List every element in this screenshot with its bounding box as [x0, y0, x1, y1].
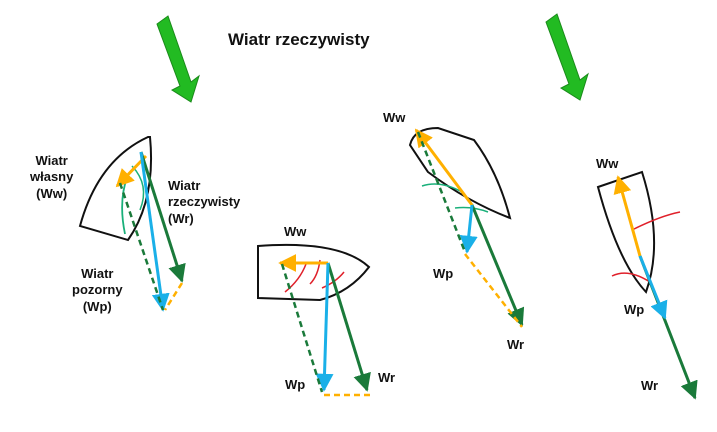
- apparent-wind-vector: [315, 262, 334, 392]
- hull-outline: [257, 243, 371, 302]
- true-wind-big-arrow-left: [156, 15, 200, 103]
- sail-arc: [284, 263, 307, 293]
- apparent-wind-vector: [459, 204, 478, 254]
- own-wind-vector: [414, 128, 474, 206]
- apparent-wind-vector: [638, 255, 668, 320]
- true-wind-dashed-parallel: [416, 131, 467, 253]
- apparent-wind-label: Wiatr pozorny (Wp): [72, 266, 123, 315]
- boat-4: [596, 170, 698, 400]
- own-wind-label-line3: (Ww): [36, 185, 68, 201]
- true-wind-dashed-parallel: [118, 182, 165, 311]
- sail-arc: [631, 211, 681, 231]
- true-wind-big-arrow-right: [545, 13, 589, 101]
- ww-label: Ww: [383, 110, 406, 125]
- own-wind-vector: [613, 175, 642, 257]
- own-wind-label-line2: własny: [30, 169, 74, 185]
- own-wind-label-line1: Wiatr: [35, 153, 68, 168]
- true-wind-dashed-parallel: [280, 263, 324, 393]
- true-wind-label-line3: (Wr): [168, 210, 194, 226]
- boat-3: [408, 126, 525, 328]
- apparent-wind-label-line3: (Wp): [82, 298, 112, 314]
- hull-outline: [596, 170, 656, 294]
- wr-label: Wr: [641, 378, 659, 393]
- own-wind-dashed-parallel: [464, 253, 523, 328]
- wr-label: Wr: [507, 337, 525, 352]
- page-title: Wiatr rzeczywisty: [228, 30, 370, 49]
- sail-arc: [421, 183, 463, 193]
- wp-label: Wp: [285, 377, 306, 392]
- apparent-wind-label-line2: pozorny: [72, 282, 123, 298]
- hull-outline: [78, 136, 153, 242]
- true-wind-label-line2: rzeczywisty: [168, 194, 241, 210]
- wr-label: Wr: [378, 370, 396, 385]
- sail-arc: [131, 165, 145, 211]
- ww-label: Ww: [596, 156, 619, 171]
- own-wind-label: Wiatr własny (Ww): [30, 153, 73, 202]
- own-wind-dashed-parallel: [163, 282, 184, 311]
- apparent-wind-label-line1: Wiatr: [81, 266, 114, 281]
- apparent-wind-vector: [139, 151, 170, 312]
- true-wind-vector: [139, 151, 186, 283]
- true-wind-vector: [470, 204, 525, 327]
- true-wind-label-line1: Wiatr: [168, 178, 201, 193]
- boat-2: [257, 243, 372, 397]
- true-wind-label: Wiatr rzeczywisty (Wr): [168, 178, 240, 227]
- wp-label: Wp: [624, 302, 645, 317]
- boat-1: [78, 136, 186, 312]
- ww-label: Ww: [284, 224, 307, 239]
- wp-label: Wp: [433, 266, 454, 281]
- true-wind-vector: [326, 262, 371, 392]
- sail-arc: [611, 272, 651, 283]
